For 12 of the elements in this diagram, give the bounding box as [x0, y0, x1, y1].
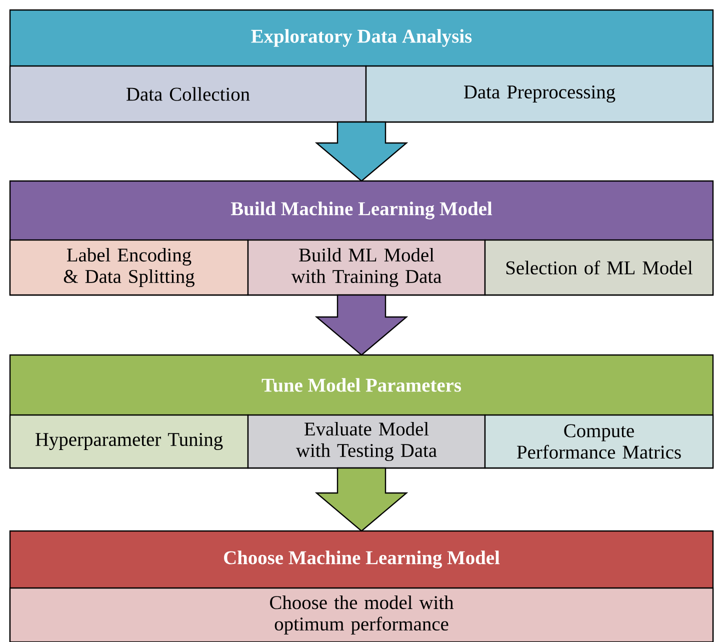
block-arrow	[314, 467, 408, 532]
step-box: Build ML Model with Training Data	[247, 239, 486, 296]
step-box: Selection of ML Model	[484, 239, 714, 296]
step-box: Evaluate Model with Testing Data	[247, 414, 486, 469]
step-box: Data Collection	[9, 65, 367, 123]
step-box: Choose the model with optimum performance	[9, 587, 714, 642]
step-box: Label Encoding & Data Splitting	[9, 239, 249, 296]
block-arrow	[314, 121, 408, 182]
step-box: Hyperparameter Tuning	[9, 414, 249, 469]
step-box: Compute Performance Matrics	[484, 414, 714, 469]
block-arrow	[314, 294, 408, 356]
step-box: Data Preprocessing	[365, 65, 714, 123]
